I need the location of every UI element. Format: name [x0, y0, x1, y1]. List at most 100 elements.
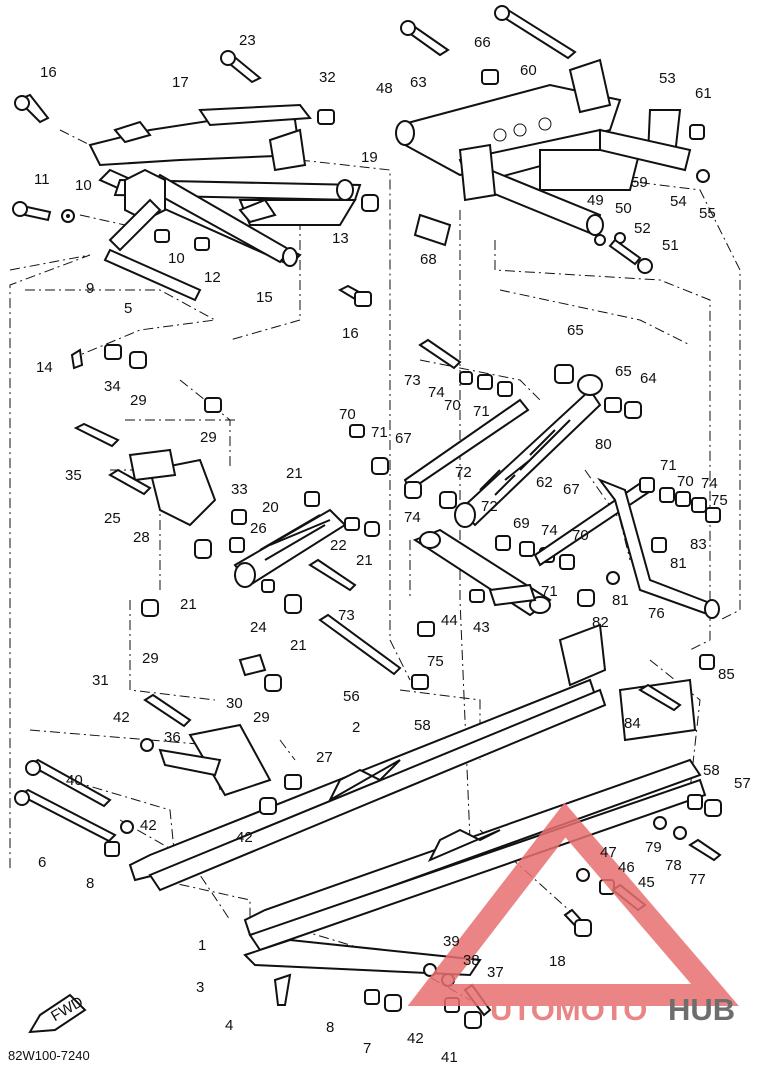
part-label: 57	[734, 775, 751, 792]
part-label: 35	[65, 467, 82, 484]
part-label: 34	[104, 378, 121, 395]
watermark-logo: UTOMOTO HUB	[407, 802, 739, 1027]
part-label: 20	[262, 499, 279, 516]
part-label: 73	[404, 372, 421, 389]
part-label: 36	[164, 729, 181, 746]
rear-shock-assembly	[318, 338, 721, 690]
part-label: 40	[66, 772, 83, 789]
part-label: 7	[363, 1040, 371, 1057]
part-label: 48	[376, 80, 393, 97]
part-label: 33	[231, 481, 248, 498]
part-label: 46	[618, 859, 635, 876]
part-label: 70	[444, 397, 461, 414]
part-label: 60	[520, 62, 537, 79]
part-label: 71	[660, 457, 677, 474]
part-label: 28	[133, 529, 150, 546]
part-label: 8	[326, 1019, 334, 1036]
part-label: 42	[113, 709, 130, 726]
part-label: 18	[549, 953, 566, 970]
part-label: 49	[587, 192, 604, 209]
part-label: 19	[361, 149, 378, 166]
part-label: 81	[670, 555, 687, 572]
part-label: 30	[226, 695, 243, 712]
part-label: 61	[695, 85, 712, 102]
part-label: 29	[253, 709, 270, 726]
part-label: 21	[286, 465, 303, 482]
part-label: 71	[541, 583, 558, 600]
diagram-code: 82W100-7240	[8, 1048, 90, 1063]
part-label: 70	[677, 473, 694, 490]
part-label: 39	[443, 933, 460, 950]
part-label: 79	[645, 839, 662, 856]
part-label: 58	[703, 762, 720, 779]
part-label: 74	[541, 522, 558, 539]
part-label: 42	[236, 829, 253, 846]
part-label: 77	[689, 871, 706, 888]
part-label: 53	[659, 70, 676, 87]
part-label: 50	[615, 200, 632, 217]
part-label: 43	[473, 619, 490, 636]
part-label: 56	[343, 688, 360, 705]
part-label: 10	[168, 250, 185, 267]
part-label: 24	[250, 619, 267, 636]
part-label: 15	[256, 289, 273, 306]
part-label: 16	[342, 325, 359, 342]
part-label: 3	[196, 979, 204, 996]
part-label: 64	[640, 370, 657, 387]
part-label: 2	[352, 719, 360, 736]
part-label: 83	[690, 536, 707, 553]
part-label: 21	[290, 637, 307, 654]
part-label: 75	[427, 653, 444, 670]
part-label: 25	[104, 510, 121, 527]
part-label: 12	[204, 269, 221, 286]
part-label: 31	[92, 672, 109, 689]
part-label: 63	[410, 74, 427, 91]
part-label: 21	[180, 596, 197, 613]
part-label: 85	[718, 666, 735, 683]
part-label: 71	[371, 424, 388, 441]
part-label: 62	[536, 474, 553, 491]
part-label: 65	[615, 363, 632, 380]
part-label: 13	[332, 230, 349, 247]
part-label: 55	[699, 205, 716, 222]
part-label: 9	[86, 280, 94, 297]
part-label: 54	[670, 193, 687, 210]
part-label: 74	[428, 384, 445, 401]
part-label: 69	[513, 515, 530, 532]
part-label: 37	[487, 964, 504, 981]
part-label: 29	[130, 392, 147, 409]
part-label: 80	[595, 436, 612, 453]
part-label: 78	[665, 857, 682, 874]
part-label: 29	[142, 650, 159, 667]
part-label: 44	[441, 612, 458, 629]
part-label: 45	[638, 874, 655, 891]
part-label: 74	[404, 509, 421, 526]
part-label: 32	[319, 69, 336, 86]
part-label: 6	[38, 854, 46, 871]
part-label: 82	[592, 614, 609, 631]
part-label: 8	[86, 875, 94, 892]
watermark-text-1: UTOMOTO	[490, 992, 647, 1027]
part-label: 5	[124, 300, 132, 317]
part-label: 65	[567, 322, 584, 339]
part-label: 22	[330, 537, 347, 554]
part-label: 75	[711, 492, 728, 509]
part-label: 68	[420, 251, 437, 268]
part-label: 23	[239, 32, 256, 49]
part-label: 27	[316, 749, 333, 766]
fwd-arrow: FWD	[28, 993, 87, 1034]
part-label: 67	[395, 430, 412, 447]
part-label: 38	[463, 952, 480, 969]
part-label: 47	[600, 844, 617, 861]
part-label: 14	[36, 359, 53, 376]
part-label: 66	[474, 34, 491, 51]
part-label: 11	[34, 171, 50, 188]
part-label: 72	[481, 498, 498, 515]
part-label: 70	[339, 406, 356, 423]
front-shock-assembly	[73, 344, 380, 617]
part-label: 76	[648, 605, 665, 622]
part-label: 42	[407, 1030, 424, 1047]
part-label: 17	[172, 74, 189, 91]
part-label: 72	[455, 464, 472, 481]
